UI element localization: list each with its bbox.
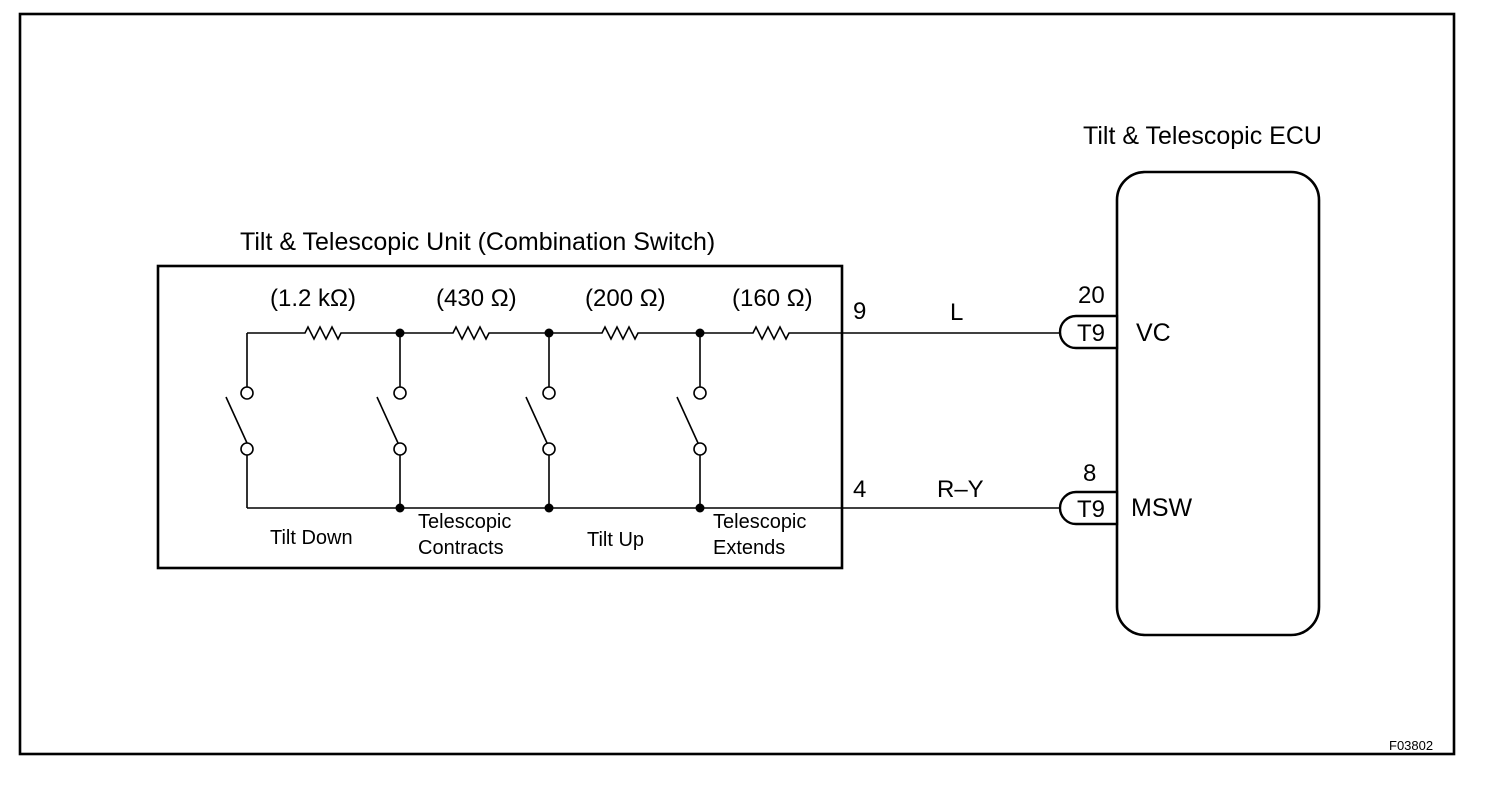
ecu-box bbox=[1115, 170, 1321, 637]
outer-frame bbox=[18, 12, 1456, 756]
switch-label-2a: Telescopic bbox=[418, 511, 511, 533]
resistor-label-1: (1.2 kΩ) bbox=[270, 285, 356, 312]
ecu-title: Tilt & Telescopic ECU bbox=[1083, 122, 1322, 150]
connector-top-pin: 20 bbox=[1078, 282, 1105, 309]
switch-label-3: Tilt Up bbox=[587, 529, 644, 551]
connector-top-name: T9 bbox=[1077, 320, 1105, 347]
unit-title: Tilt & Telescopic Unit (Combination Swit… bbox=[240, 228, 715, 256]
switch-telescopic-contracts bbox=[376, 333, 407, 508]
junction-dots bbox=[395, 328, 705, 513]
switch-tilt-down bbox=[225, 333, 254, 508]
top-bus bbox=[247, 325, 842, 341]
switch-telescopic-extends bbox=[676, 333, 707, 508]
connector-bottom-pin: 8 bbox=[1083, 460, 1096, 487]
resistor-label-3: (200 Ω) bbox=[585, 285, 666, 312]
connector-top: T9 bbox=[1058, 314, 1119, 350]
ecu-terminal-bottom: MSW bbox=[1131, 494, 1193, 522]
unit-pin-bottom: 4 bbox=[853, 476, 866, 503]
unit-pin-top: 9 bbox=[853, 298, 866, 325]
resistor-label-4: (160 Ω) bbox=[732, 285, 813, 312]
switch-label-2b: Contracts bbox=[418, 537, 504, 559]
switch-label-1: Tilt Down bbox=[270, 527, 353, 549]
switch-tilt-up bbox=[525, 333, 556, 508]
unit-box bbox=[156, 264, 844, 570]
connector-bottom: T9 bbox=[1058, 490, 1119, 526]
ecu-terminal-top: VC bbox=[1136, 319, 1171, 347]
resistor-label-2: (430 Ω) bbox=[436, 285, 517, 312]
wire-color-bottom: R–Y bbox=[937, 476, 984, 503]
wire-color-top: L bbox=[950, 299, 963, 326]
connector-bottom-name: T9 bbox=[1077, 496, 1105, 523]
switch-label-4a: Telescopic bbox=[713, 511, 806, 533]
switch-label-4b: Extends bbox=[713, 537, 785, 559]
figure-id: F03802 bbox=[1389, 738, 1433, 753]
